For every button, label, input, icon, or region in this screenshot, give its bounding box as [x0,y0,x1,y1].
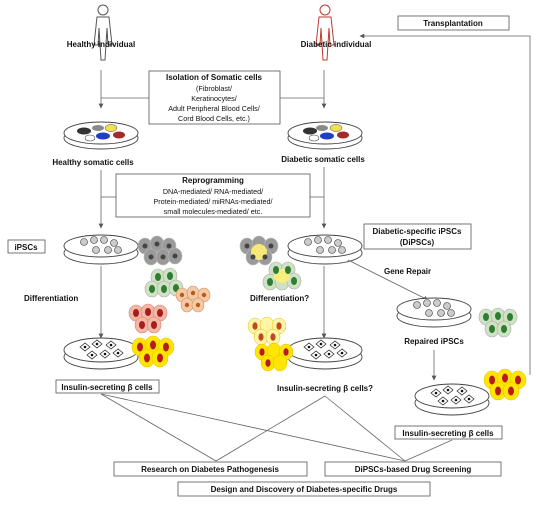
isolation-line-1: (Fibroblast/ [196,84,232,93]
insulin-healthy-label: Insulin-secreting β cells [61,383,153,392]
diabetic-person-icon [315,4,335,61]
reprogramming-line-2: Protein-mediated/ miRNAs-mediated/ [153,197,272,206]
gene-repair-label: Gene Repair [384,267,431,276]
grey-cell-cluster-healthy [137,235,183,266]
reprogramming-title: Reprogramming [182,176,244,185]
insulin-healthy-box [55,379,160,394]
dipscs-label-line-2: (DiPSCs) [400,238,435,247]
gene-repair-arrow [347,259,429,301]
healthy-person-icon [93,4,113,61]
repaired-ipsc-dish [396,297,472,328]
ipscs-label: iPSCs [14,243,38,252]
beta-cell-cluster-healthy [131,335,175,368]
isolation-line-2: Keratinocytes/ [191,94,237,103]
application-connectors [100,393,453,462]
beta-cell-dish-diabetic [287,337,363,370]
beta-cell-dish-healthy [63,337,139,370]
transplantation-label: Transplantation [423,19,483,28]
differentiation-label: Differentiation [24,294,78,303]
isolation-box [148,70,281,125]
insulin-repaired-box [394,425,503,440]
ipscs-box [7,239,46,254]
isolation-line-4: Cord Blood Cells, etc.) [178,114,250,123]
diabetic-somatic-dish [287,121,363,150]
diabetic-somatic-label: Diabetic somatic cells [281,155,365,164]
reprogramming-line-3: small molecules-mediated/ etc. [164,207,263,216]
insulin-diabetic-label: Insulin-secreting β cells? [277,384,373,393]
green-cell-cluster-diabetic [262,261,302,291]
beta-cell-cluster-repaired [483,368,527,401]
insulin-repaired-label: Insulin-secreting β cells [402,429,494,438]
green-cell-cluster-repaired [478,307,518,338]
dipsc-dish [287,234,363,265]
beta-cell-cluster-diabetic-upper [247,316,287,346]
isolation-title: Isolation of Somatic cells [166,73,263,82]
transplantation-box [397,15,510,31]
dipscs-box [363,223,472,250]
beta-cell-dish-repaired [414,383,490,416]
reprogramming-box [115,173,311,218]
research-label: Research on Diabetes Pathogenesis [141,465,279,474]
differentiation-q-label: Differentiation? [250,294,309,303]
screening-label: DiPSCs-based Drug Screening [355,465,472,474]
screening-box [324,461,502,477]
red-cell-cluster-healthy [128,303,168,334]
isolation-line-3: Adult Peripheral Blood Cells/ [168,104,260,113]
diabetic-individual-label: Diabetic individual [301,40,372,49]
ipsc-dish [63,234,139,265]
healthy-individual-label: Healthy individual [67,40,135,49]
transplantation-arrow [359,33,531,375]
dipscs-label-line-1: Diabetic-specific iPSCs [373,227,462,236]
beta-cell-cluster-diabetic-lower [254,342,294,372]
orange-cell-cluster-healthy [175,285,211,313]
healthy-somatic-label: Healthy somatic cells [52,158,134,167]
reprogramming-line-1: DNA-mediated/ RNA-mediated/ [163,187,263,196]
healthy-somatic-dish [63,121,139,150]
discovery-label: Design and Discovery of Diabetes-specifi… [211,485,398,494]
research-box [113,461,308,477]
discovery-box [177,481,431,497]
grey-cell-cluster-diabetic [239,235,279,266]
repaired-ipscs-label: Repaired iPSCs [404,337,464,346]
